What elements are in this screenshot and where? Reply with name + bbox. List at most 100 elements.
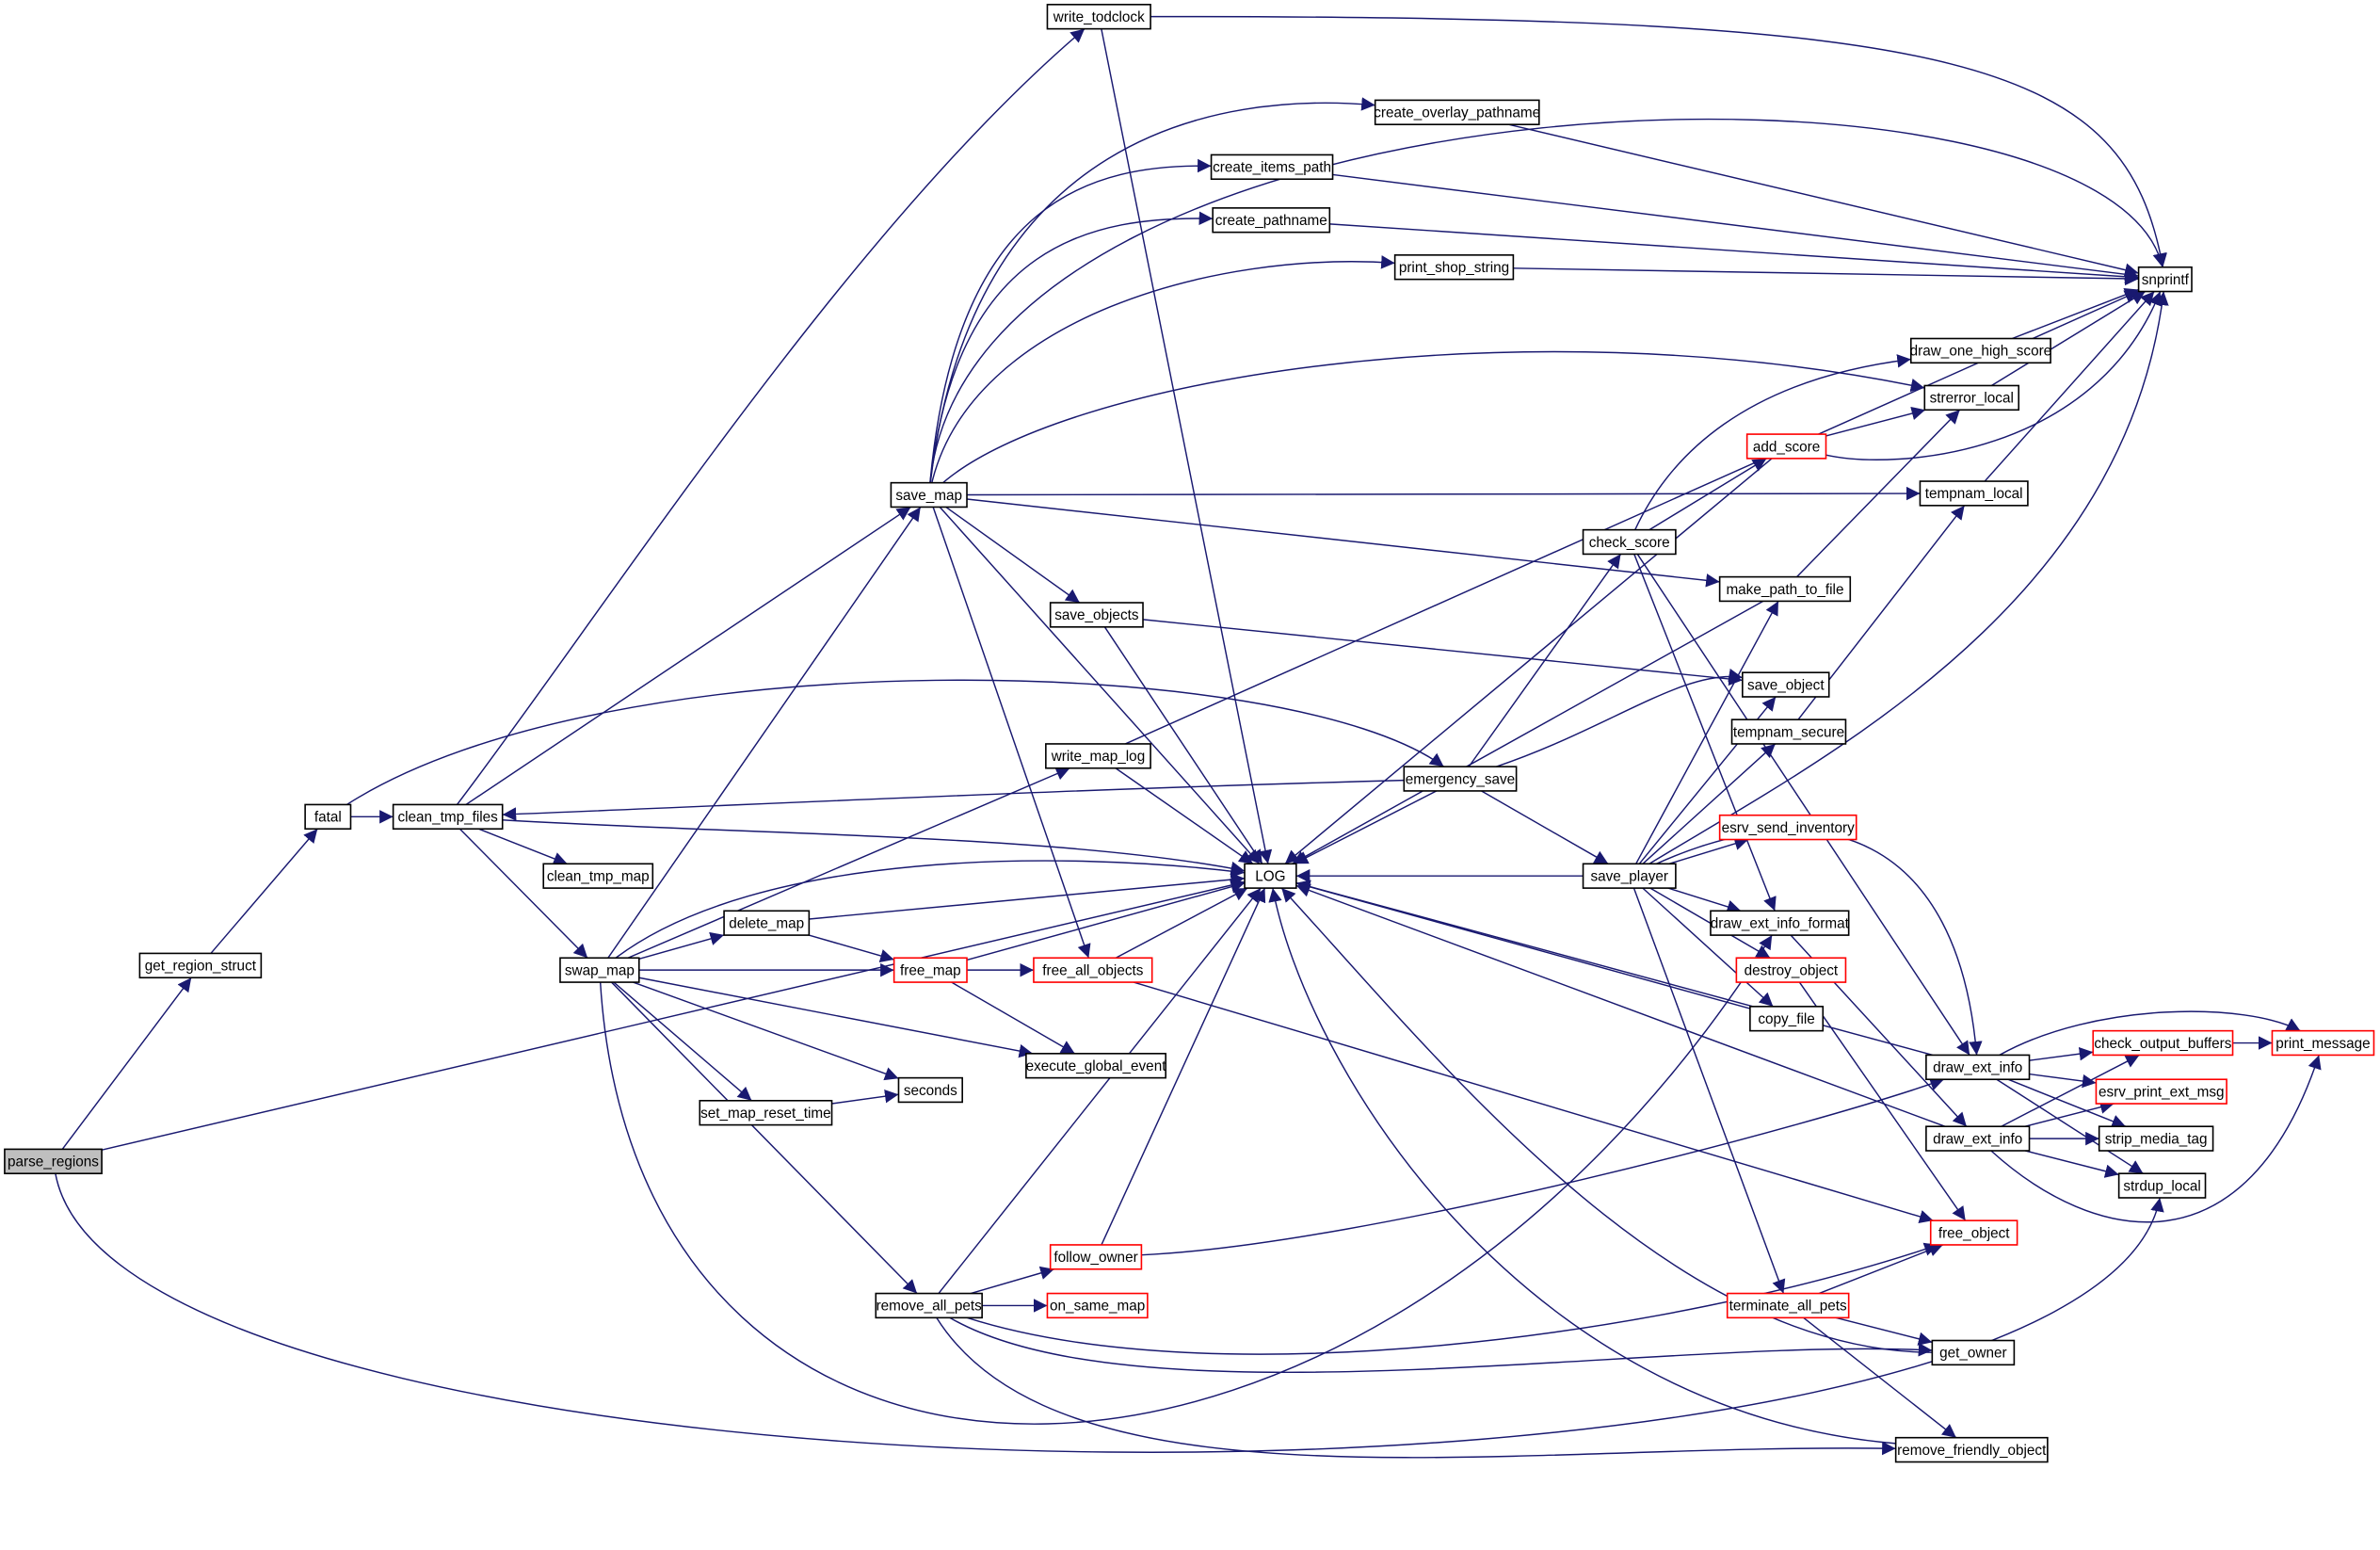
node-label: draw_one_high_score: [1910, 344, 2052, 360]
edge-save_map-to-create_pathname: [929, 211, 1214, 483]
node-make-path-to-file[interactable]: make_path_to_file: [1718, 575, 1852, 603]
edge-parse_regions-to-get_region_struct: [61, 977, 192, 1150]
node-label: free_all_objects: [1042, 962, 1143, 978]
node-delete-map[interactable]: delete_map: [723, 910, 811, 936]
node-save-player[interactable]: save_player: [1582, 863, 1677, 889]
node-swap-map[interactable]: swap_map: [559, 957, 640, 983]
node-box: [138, 952, 263, 979]
node-clean-tmp-map[interactable]: clean_tmp_map: [542, 863, 654, 889]
node-label: free_object: [1938, 1225, 2010, 1241]
node-set-map-reset-time[interactable]: set_map_reset_time: [699, 1099, 833, 1126]
edge-draw_ext_info_2-to-esrv_print_ext_msg: [2024, 1100, 2115, 1127]
edge-follow_owner-to-draw_ext_info_1: [1141, 1077, 1945, 1256]
node-label: clean_tmp_files: [398, 810, 499, 826]
node-write-todclock[interactable]: write_todclock: [1046, 4, 1151, 30]
edge-swap_map-to-execute_global_event: [638, 977, 1034, 1058]
node-create-overlay-pathname[interactable]: create_overlay_pathname: [1374, 99, 1540, 126]
node-label: print_message: [2275, 1036, 2370, 1052]
node-copy-file[interactable]: copy_file: [1749, 1006, 1825, 1032]
node-add-score[interactable]: add_score: [1745, 433, 1827, 460]
node-box: [1749, 1006, 1825, 1032]
node-strdup-local[interactable]: strdup_local: [2117, 1172, 2207, 1199]
node-box: [1582, 863, 1677, 889]
edge-terminate_all_pets-to-get_owner: [1835, 1316, 1933, 1346]
edge-write_todclock-to-LOG: [1101, 28, 1273, 864]
edge-draw_one_high_score-to-snprintf: [2012, 288, 2139, 340]
node-free-map[interactable]: free_map: [892, 957, 968, 983]
edge-set_map_reset_time-to-seconds: [831, 1090, 899, 1105]
edge-delete_map-to-LOG: [809, 872, 1246, 920]
edge-write_map_log-to-snprintf: [1125, 290, 2139, 745]
node-box: [1374, 99, 1540, 126]
edge-get_region_struct-to-fatal: [210, 828, 318, 954]
edge-save_map-to-LOG: [939, 506, 1261, 864]
node-destroy-object[interactable]: destroy_object: [1735, 957, 1847, 983]
node-save-map[interactable]: save_map: [890, 481, 968, 509]
node-box: [1735, 957, 1847, 983]
node-box: [2137, 266, 2193, 293]
node-box: [1931, 1339, 2016, 1366]
edge-swap_map-to-seconds: [633, 981, 899, 1081]
node-esrv-send-inventory[interactable]: esrv_send_inventory: [1718, 814, 1857, 841]
node-remove-friendly-object[interactable]: remove_friendly_object: [1894, 1436, 2049, 1463]
node-get-owner[interactable]: get_owner: [1931, 1339, 2016, 1366]
node-tempnam-secure[interactable]: tempnam_secure: [1730, 718, 1847, 745]
node-box: [1925, 1054, 2031, 1081]
node-clean-tmp-files[interactable]: clean_tmp_files: [392, 803, 504, 831]
node-check-output-buffers[interactable]: check_output_buffers: [2092, 1029, 2234, 1057]
edge-swap_map-to-remove_all_pets: [611, 981, 918, 1295]
edge-draw_ext_info_2-to-check_output_buffers: [2001, 1054, 2140, 1127]
node-write-map-log[interactable]: write_map_log: [1045, 743, 1151, 769]
node-strerror-local[interactable]: strerror_local: [1923, 384, 2020, 412]
node-save-objects[interactable]: save_objects: [1049, 602, 1144, 628]
node-terminate-all-pets[interactable]: terminate_all_pets: [1726, 1292, 1850, 1319]
node-box: [1929, 1219, 2018, 1246]
edge-add_score-to-LOG: [1284, 458, 1773, 864]
node-fatal[interactable]: fatal: [304, 803, 352, 831]
node-draw-ext-info-1[interactable]: draw_ext_info: [1925, 1054, 2031, 1081]
node-draw-ext-info-format[interactable]: draw_ext_info_format: [1710, 910, 1850, 936]
node-LOG[interactable]: LOG: [1244, 863, 1297, 889]
node-check-score[interactable]: check_score: [1582, 528, 1677, 556]
node-box: [1033, 957, 1153, 983]
node-label: print_shop_string: [1399, 260, 1509, 276]
node-box: [1045, 743, 1151, 769]
edge-fatal-to-emergency_save: [346, 679, 1444, 806]
node-remove-all-pets[interactable]: remove_all_pets: [875, 1292, 983, 1319]
node-emergency-save[interactable]: emergency_save: [1403, 766, 1518, 792]
edge-remove_all_pets-to-LOG: [938, 887, 1262, 1294]
node-get-region-struct[interactable]: get_region_struct: [138, 952, 263, 979]
edge-draw_ext_info_2-to-print_message: [1990, 1055, 2322, 1223]
node-label: strip_media_tag: [2105, 1131, 2208, 1147]
edge-check_score-to-draw_ext_info_format: [1633, 554, 1777, 912]
node-strip-media-tag[interactable]: strip_media_tag: [2098, 1125, 2214, 1152]
node-seconds[interactable]: seconds: [897, 1076, 963, 1104]
node-label: check_score: [1589, 535, 1670, 551]
node-print-message[interactable]: print_message: [2271, 1029, 2375, 1057]
node-box: [1403, 766, 1518, 792]
node-parse-regions[interactable]: parse_regions: [4, 1148, 103, 1174]
node-label: save_object: [1747, 677, 1825, 693]
node-draw-ext-info-2[interactable]: draw_ext_info: [1925, 1125, 2031, 1152]
node-snprintf[interactable]: snprintf: [2137, 266, 2193, 293]
edge-clean_tmp_files-to-swap_map: [458, 828, 588, 959]
node-free-all-objects[interactable]: free_all_objects: [1033, 957, 1153, 983]
node-label: LOG: [1255, 869, 1285, 885]
node-label: save_map: [895, 488, 962, 504]
node-free-object[interactable]: free_object: [1929, 1219, 2018, 1246]
node-box: [1718, 814, 1857, 841]
node-follow-owner[interactable]: follow_owner: [1049, 1244, 1143, 1270]
node-draw-one-high-score[interactable]: draw_one_high_score: [1910, 337, 2052, 364]
node-save-object[interactable]: save_object: [1742, 671, 1830, 698]
node-box: [1025, 1053, 1167, 1079]
node-box: [699, 1099, 833, 1126]
node-print-shop-string[interactable]: print_shop_string: [1393, 254, 1515, 281]
node-label: swap_map: [565, 962, 635, 978]
node-esrv-print-ext-msg[interactable]: esrv_print_ext_msg: [2095, 1078, 2227, 1105]
edge-save_map-to-tempnam_local: [967, 486, 1921, 501]
node-create-pathname[interactable]: create_pathname: [1212, 207, 1331, 234]
node-on-same-map[interactable]: on_same_map: [1046, 1292, 1149, 1319]
node-tempnam-local[interactable]: tempnam_local: [1919, 480, 2029, 507]
node-execute-global-event[interactable]: execute_global_event: [1025, 1053, 1167, 1079]
node-create-items-path[interactable]: create_items_path: [1210, 153, 1334, 181]
